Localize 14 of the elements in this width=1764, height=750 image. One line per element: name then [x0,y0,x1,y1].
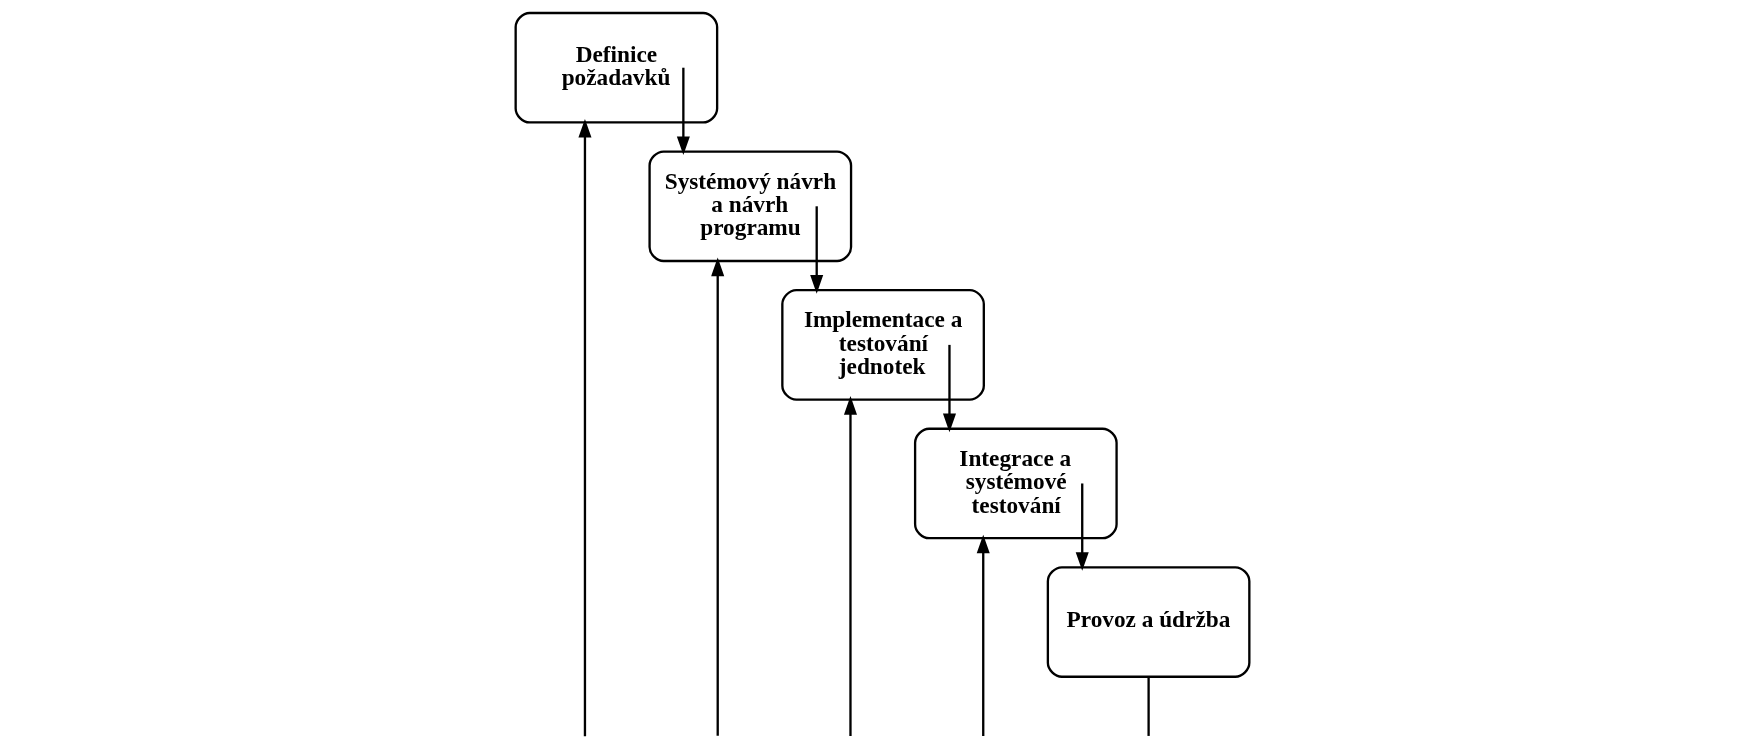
arrow [976,534,990,737]
arrow [710,257,724,736]
connector [1146,676,1150,736]
arrow [809,206,823,294]
node-box: Integrace a systémové testování [913,427,1118,540]
arrow [577,118,591,737]
arrow [843,396,857,737]
node-box: Definice požadavků [514,11,718,124]
arrow [942,344,956,433]
node-box: Provoz a údržba [1046,566,1250,678]
arrow [676,67,690,156]
node-box: Implementace a testování jednotek [780,289,985,401]
arrow [1075,483,1089,571]
node-box: Systémový návrh a návrh programu [647,150,852,263]
